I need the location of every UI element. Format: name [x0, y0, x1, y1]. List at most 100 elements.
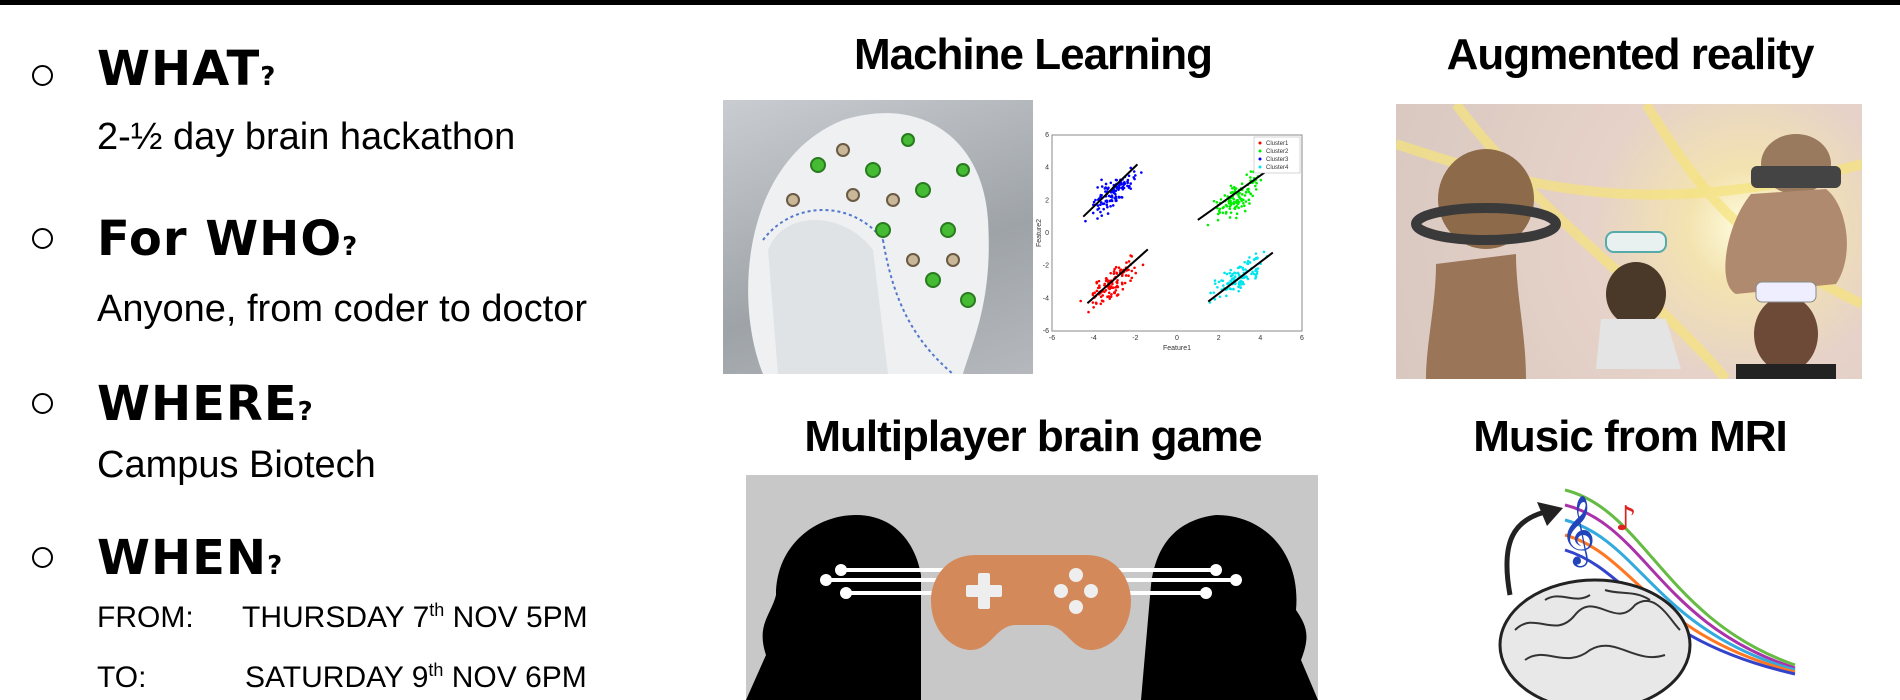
data-point: [1134, 174, 1137, 177]
y-tick-label: 2: [1045, 197, 1049, 204]
data-point: [1096, 204, 1100, 207]
data-point: [1107, 295, 1111, 298]
data-point: [1225, 294, 1228, 298]
bullet-icon: [32, 547, 53, 568]
data-point: [1223, 271, 1226, 275]
augmented-reality-image: [1396, 104, 1862, 379]
data-point: [1249, 192, 1253, 196]
data-point: [1109, 181, 1113, 185]
data-point: [1218, 207, 1222, 211]
data-point: [1234, 216, 1238, 220]
data-point: [1099, 203, 1102, 207]
data-point: [1112, 272, 1116, 275]
data-point: [1132, 170, 1136, 173]
data-point: [1237, 282, 1241, 286]
when-from: FROM:THURSDAY 7th NOV 5PM: [97, 600, 588, 634]
data-point: [1230, 190, 1234, 194]
data-point: [1129, 279, 1132, 283]
data-point: [1104, 182, 1108, 186]
data-point: [1220, 279, 1223, 282]
data-point: [1109, 204, 1112, 208]
data-point: [1222, 284, 1225, 287]
y-tick-label: -2: [1043, 263, 1049, 270]
data-point: [1236, 193, 1239, 196]
data-point: [1243, 194, 1247, 197]
data-point: [1235, 212, 1239, 216]
data-point: [1243, 209, 1247, 213]
data-point: [1254, 188, 1258, 191]
music-note-icon: ♪: [1615, 499, 1637, 539]
data-point: [1245, 173, 1249, 176]
data-point: [1097, 207, 1101, 210]
data-point: [1114, 192, 1117, 196]
data-point: [1119, 268, 1123, 271]
data-point: [1120, 195, 1123, 199]
data-point: [1101, 202, 1105, 206]
data-point: [1255, 256, 1258, 260]
data-point: [1256, 267, 1260, 270]
data-point: [1129, 166, 1133, 170]
data-point: [1107, 186, 1110, 190]
data-point: [1116, 293, 1120, 296]
data-point: [1121, 287, 1125, 291]
data-point: [1134, 271, 1138, 275]
detail-for-who: Anyone, from coder to doctor: [97, 288, 588, 330]
treble-clef-icon: 𝄞: [1560, 495, 1595, 567]
data-point: [1127, 174, 1131, 178]
data-point: [1094, 198, 1097, 202]
data-point: [1221, 206, 1225, 210]
eeg-cap-illustration: [748, 113, 989, 374]
data-point: [1108, 297, 1112, 300]
heading-when: WHEN?: [97, 530, 284, 586]
top-border: [0, 0, 1900, 5]
data-point: [1246, 277, 1250, 281]
data-point: [1099, 210, 1102, 214]
data-point: [1229, 280, 1233, 283]
data-point: [1213, 282, 1217, 285]
y-tick-label: -6: [1043, 328, 1049, 335]
legend-marker: [1258, 149, 1262, 153]
data-point: [1103, 290, 1106, 294]
data-point: [1221, 211, 1225, 215]
data-point: [1126, 184, 1129, 188]
data-point: [1109, 285, 1113, 289]
heading-for-who: For WHO?: [97, 211, 359, 267]
x-tick-label: 4: [1258, 335, 1262, 342]
data-point: [1242, 201, 1245, 205]
title-music-from-mri: Music from MRI: [1473, 412, 1788, 461]
data-point: [1229, 274, 1233, 278]
data-point: [1254, 275, 1258, 278]
data-point: [1229, 211, 1233, 214]
data-point: [1091, 211, 1095, 215]
data-point: [1123, 182, 1127, 185]
data-point: [1091, 293, 1095, 297]
title-augmented-reality: Augmented reality: [1446, 30, 1815, 79]
data-point: [1234, 206, 1237, 209]
data-point: [1117, 266, 1121, 270]
data-point: [1114, 178, 1118, 182]
x-axis-label: Feature1: [1163, 345, 1191, 352]
data-point: [1107, 291, 1111, 295]
data-point: [1099, 295, 1103, 299]
data-point: [1234, 282, 1237, 285]
data-point: [1217, 209, 1221, 213]
data-point: [1111, 282, 1114, 286]
data-point: [1096, 286, 1100, 290]
data-point: [1126, 181, 1129, 185]
data-point: [1228, 287, 1231, 290]
data-point: [1240, 199, 1243, 203]
data-point: [1129, 187, 1133, 190]
data-point: [1117, 183, 1121, 187]
data-point: [1249, 170, 1253, 173]
data-point: [1100, 214, 1104, 217]
data-point: [1227, 200, 1230, 203]
data-point: [1247, 190, 1251, 194]
data-point: [1098, 284, 1101, 287]
legend-box: [1253, 136, 1301, 174]
data-point: [1246, 262, 1250, 266]
data-point: [1237, 195, 1241, 198]
legend-entry: Cluster3: [1266, 157, 1289, 163]
data-point: [1248, 202, 1251, 205]
data-point: [1225, 205, 1229, 208]
